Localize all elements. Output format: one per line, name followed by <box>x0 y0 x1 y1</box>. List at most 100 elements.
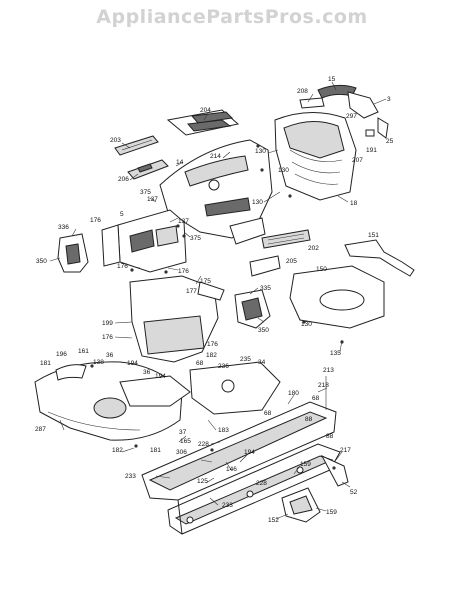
vent-panel-204 <box>166 109 240 136</box>
callout-c12: 206 <box>118 176 129 183</box>
callout-c21: 336 <box>58 224 69 231</box>
callout-c47: 181 <box>40 360 51 367</box>
callout-c56: 68 <box>264 410 272 417</box>
callout-c8: 25 <box>386 138 394 145</box>
hood-body <box>159 139 273 245</box>
seat-pan <box>189 361 281 415</box>
callout-c26: 176 <box>117 263 128 270</box>
callout-c17: 18 <box>350 200 358 207</box>
callout-c61: 165 <box>180 438 191 445</box>
callout-c37: 350 <box>258 327 269 334</box>
callout-c15: 137 <box>147 196 158 203</box>
dash-panel-206 <box>127 159 169 180</box>
callout-c6: 214 <box>210 153 221 160</box>
callout-c45: 68 <box>196 360 204 367</box>
callout-c75: 233 <box>222 502 233 509</box>
callout-c18: 176 <box>90 217 101 224</box>
floor-panel-150 <box>289 265 385 329</box>
callout-c52: 194 <box>155 373 166 380</box>
callout-c14: 375 <box>140 189 151 196</box>
callout-c39: 182 <box>206 352 217 359</box>
callout-c43: 36 <box>106 352 114 359</box>
callout-c16: 130 <box>252 199 263 206</box>
callout-c40: 34 <box>258 359 266 366</box>
callout-c36: 176 <box>207 341 218 348</box>
callout-c70: 159 <box>300 461 311 468</box>
callout-c9: 191 <box>366 147 377 154</box>
callout-c58: 88 <box>305 416 313 423</box>
grille-202 <box>261 229 311 249</box>
callout-c33: 130 <box>301 321 312 328</box>
grille-203 <box>114 135 159 156</box>
callout-c42: 196 <box>56 351 67 358</box>
callout-c22: 375 <box>190 235 201 242</box>
callout-c2: 3 <box>387 96 391 103</box>
main-frame <box>141 401 341 535</box>
callout-c7: 14 <box>176 159 184 166</box>
callout-c0: 15 <box>328 76 336 83</box>
callout-c60: 37 <box>179 429 187 436</box>
callout-c29: 150 <box>316 266 327 273</box>
callout-c35: 176 <box>102 334 113 341</box>
callout-c13: 130 <box>278 167 289 174</box>
floor-plate <box>119 375 191 407</box>
callout-labels: 15 208 3 204 297 203 214 14 25 191 207 1… <box>35 76 394 524</box>
grille-205 <box>249 255 281 277</box>
callout-c24: 151 <box>368 232 379 239</box>
callout-c59: 287 <box>35 426 46 433</box>
callout-c10: 207 <box>352 157 363 164</box>
callout-c46: 236 <box>218 363 229 370</box>
hood-shell-right <box>274 111 357 201</box>
bracket-217 <box>320 454 349 487</box>
callout-c62: 228 <box>198 441 209 448</box>
callout-c65: 181 <box>150 447 161 454</box>
callout-c28: 205 <box>286 258 297 265</box>
headlight-bracket-parts <box>299 84 389 139</box>
callout-c38: 135 <box>330 350 341 357</box>
callout-c20: 137 <box>178 218 189 225</box>
seat-support-335 <box>234 289 271 329</box>
callout-c1: 208 <box>297 88 308 95</box>
callout-c55: 68 <box>312 395 320 402</box>
callout-c57: 183 <box>218 427 229 434</box>
callout-c5: 203 <box>110 137 121 144</box>
callout-c72: 125 <box>197 478 208 485</box>
side-panel-336 <box>57 233 89 273</box>
callout-c30: 175 <box>200 278 211 285</box>
bracket-151 <box>344 239 415 277</box>
callout-c51: 36 <box>143 369 151 376</box>
callout-c71: 233 <box>125 473 136 480</box>
callout-c67: 194 <box>244 449 255 456</box>
callout-c50: 213 <box>323 367 334 374</box>
dash-support <box>129 275 225 363</box>
callout-c19: 5 <box>120 211 124 218</box>
callout-c31: 177 <box>186 288 197 295</box>
watermark: AppliancePartsPros.com <box>96 6 368 28</box>
callout-c32: 335 <box>260 285 271 292</box>
callout-c54: 180 <box>288 390 299 397</box>
callout-c74: 52 <box>350 489 358 496</box>
callout-c44: 235 <box>240 356 251 363</box>
callout-c25: 350 <box>36 258 47 265</box>
callout-c77: 159 <box>326 509 337 516</box>
dash-console <box>101 209 187 273</box>
callout-c27: 176 <box>178 268 189 275</box>
callout-c64: 182 <box>112 447 123 454</box>
leader-lines <box>49 81 387 520</box>
bumper-bracket-152 <box>281 487 321 523</box>
callout-c11: 130 <box>255 148 266 155</box>
callout-c76: 152 <box>268 517 279 524</box>
callout-c23: 202 <box>308 245 319 252</box>
callout-c48: 138 <box>93 359 104 366</box>
callout-c68: 217 <box>340 447 351 454</box>
callout-c63: 88 <box>326 433 334 440</box>
callout-c49: 194 <box>127 360 138 367</box>
callout-c73: 228 <box>256 480 267 487</box>
callout-c3: 204 <box>200 107 211 114</box>
callout-c4: 297 <box>346 113 357 120</box>
callout-c53: 218 <box>318 382 329 389</box>
callout-c34: 199 <box>102 320 113 327</box>
callout-c69: 146 <box>226 466 237 473</box>
callout-c66: 306 <box>176 449 187 456</box>
